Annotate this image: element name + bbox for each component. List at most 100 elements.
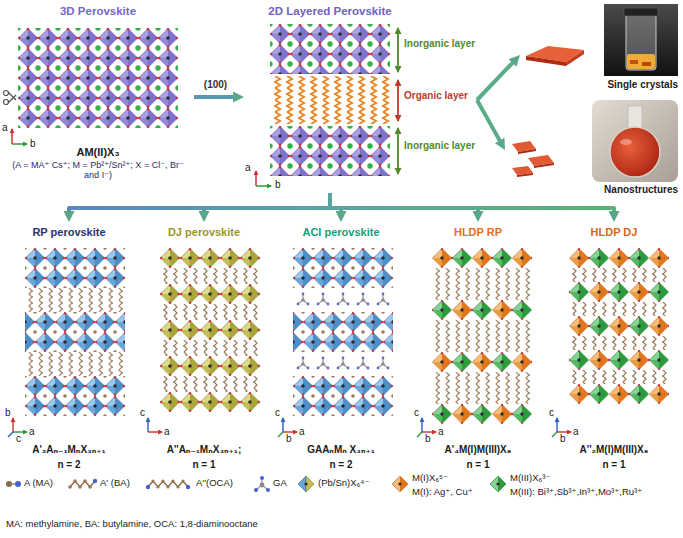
axis-triad bbox=[556, 418, 557, 432]
flask-photo bbox=[592, 100, 678, 182]
hldp-dj-structure bbox=[569, 350, 669, 370]
flow-arrow bbox=[330, 193, 478, 215]
panel-title: HLDP RP bbox=[454, 226, 502, 239]
nanoplates bbox=[534, 163, 554, 168]
hldp-rp-structure bbox=[432, 300, 532, 320]
vial-photo bbox=[626, 14, 656, 70]
structure-panel: HLDP DJA''₂M(I)M(III)X₈n = 1 bbox=[547, 222, 681, 474]
hldp-rp-structure bbox=[432, 320, 532, 352]
rp-structure bbox=[25, 312, 125, 352]
layer-count: n = 1 bbox=[466, 459, 489, 471]
dj-structure bbox=[160, 320, 260, 340]
layer-count: n = 2 bbox=[329, 459, 352, 471]
panel-title: DJ perovskite bbox=[168, 226, 240, 239]
photo-caption: Nanostructures bbox=[604, 184, 678, 196]
panel-title: RP perovskite bbox=[32, 226, 105, 239]
axis-label: b bbox=[286, 433, 292, 445]
photo-caption: Single crystals bbox=[607, 79, 678, 91]
dj-structure bbox=[160, 304, 260, 320]
rp-structure bbox=[25, 312, 125, 352]
axis-label: a bbox=[245, 162, 251, 174]
flow-arrow bbox=[330, 193, 614, 215]
structure-panel: RP perovskiteA'₂Aₙ₋₁MₙX₃ₙ₊₁n = 2 bbox=[3, 222, 135, 474]
axis-triad bbox=[256, 185, 271, 187]
panel-title: 2D Layered Perovskite bbox=[268, 5, 391, 18]
formula: GAAₙMₙ X₃ₙ₊₁ bbox=[307, 444, 375, 456]
dj-structure bbox=[160, 392, 260, 412]
legend-text: M(III)X₆³⁻ bbox=[510, 473, 551, 484]
layered-perovskite bbox=[270, 24, 390, 74]
legend-icon-oca bbox=[146, 479, 190, 489]
axis-triad bbox=[8, 432, 13, 437]
dj-structure bbox=[160, 248, 260, 268]
legend-icon-oca bbox=[156, 485, 159, 488]
legend-icon-octahedron bbox=[392, 476, 408, 492]
hldp-rp-structure bbox=[432, 268, 532, 300]
hldp-rp-structure bbox=[432, 248, 532, 424]
axis-label: b bbox=[560, 433, 566, 445]
aci-structure bbox=[293, 352, 393, 376]
hldp-dj-structure bbox=[569, 336, 669, 350]
legend-icon-ma bbox=[15, 481, 21, 487]
hldp-dj-structure bbox=[569, 248, 669, 268]
legend-icon-oca bbox=[146, 485, 150, 489]
aci-structure bbox=[293, 376, 393, 416]
axis-triad bbox=[13, 431, 27, 432]
axis-triad bbox=[255, 171, 257, 186]
aci-structure bbox=[293, 248, 393, 288]
layer-bracket-arrows bbox=[397, 28, 399, 72]
legend-text: A' (BA) bbox=[100, 478, 130, 489]
flask-photo bbox=[592, 100, 678, 182]
dj-structure bbox=[160, 284, 260, 304]
formula: A''Aₙ₋₁MₙX₃ₙ₊₁; bbox=[167, 444, 242, 456]
rp-structure bbox=[25, 248, 125, 288]
axis-triad bbox=[557, 431, 571, 432]
axis-triad bbox=[12, 143, 27, 145]
axis-triad bbox=[148, 431, 162, 432]
layer-bracket-arrows bbox=[397, 80, 399, 121]
axis-label: a bbox=[573, 426, 579, 438]
structure-panel: DJ perovskiteA''Aₙ₋₁MₙX₃ₙ₊₁;n = 1 bbox=[138, 222, 270, 474]
legend-icon-octahedron bbox=[392, 476, 408, 492]
legend-icon-ba bbox=[68, 479, 97, 489]
axis-label: c bbox=[140, 407, 145, 419]
legend-icon-oca bbox=[161, 479, 164, 482]
hldp-dj-structure bbox=[569, 384, 669, 404]
flask-photo bbox=[628, 106, 642, 128]
legend-icon-ga bbox=[260, 476, 264, 480]
single-crystal bbox=[526, 56, 566, 66]
scissors-icon bbox=[4, 91, 17, 105]
rp-structure bbox=[25, 352, 125, 376]
legend-icon-octahedron bbox=[304, 482, 307, 485]
scissors-icon bbox=[8, 95, 16, 103]
axis-label: c bbox=[549, 407, 554, 419]
aci-structure bbox=[293, 288, 393, 312]
nanoplates bbox=[517, 173, 533, 177]
dj-structure bbox=[160, 320, 260, 340]
vial-photo bbox=[604, 4, 678, 76]
legend-text: GA bbox=[273, 478, 287, 489]
axis-triad bbox=[12, 129, 27, 144]
dj-structure bbox=[160, 376, 260, 392]
dj-structure bbox=[160, 340, 260, 356]
hldp-dj-structure bbox=[569, 350, 669, 370]
hldp-dj-structure bbox=[569, 282, 669, 302]
legend-text: A (MA) bbox=[24, 478, 53, 489]
structure-panel: ACI perovskiteGAAₙMₙ X₃ₙ₊₁n = 2 bbox=[273, 222, 409, 474]
rp-structure bbox=[25, 288, 125, 312]
legend-icon-ba bbox=[78, 485, 82, 489]
axis-label: a bbox=[299, 426, 305, 438]
flask-photo bbox=[620, 139, 632, 145]
layered-perovskite bbox=[270, 24, 390, 176]
legend-icon-oca bbox=[171, 479, 174, 482]
nanoplates bbox=[518, 149, 536, 154]
cubic-perovskite-lattice bbox=[18, 28, 178, 128]
hldp-rp-structure bbox=[432, 300, 532, 320]
vial-photo bbox=[604, 4, 678, 76]
hldp-rp-structure bbox=[432, 320, 532, 352]
photo-panel: Single crystals bbox=[520, 3, 680, 93]
hldp-rp-structure bbox=[432, 404, 532, 424]
aci-structure bbox=[293, 288, 393, 312]
